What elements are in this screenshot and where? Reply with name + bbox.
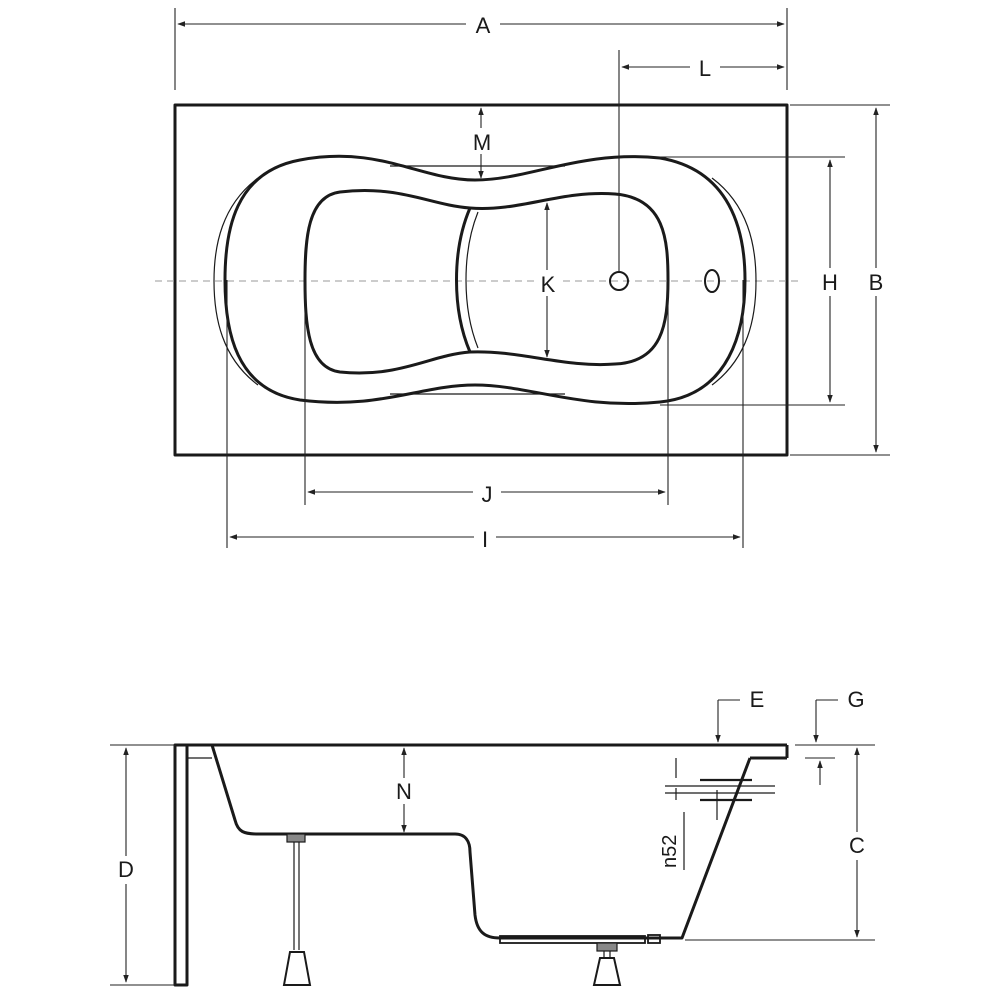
left-flange-curve	[213, 177, 259, 386]
label-c: C	[849, 833, 865, 858]
right-foot-bracket	[596, 942, 618, 952]
label-b: B	[869, 270, 884, 295]
label-d: D	[118, 857, 134, 882]
label-m: M	[473, 130, 491, 155]
backrest-ridge-inner	[465, 211, 479, 349]
left-foot	[282, 951, 312, 986]
outer-basin-outline	[223, 154, 747, 406]
backrest-ridge	[455, 207, 472, 353]
label-j: J	[482, 482, 493, 507]
label-i: I	[482, 527, 488, 552]
tub-body-profile	[210, 744, 752, 940]
drain-plate	[499, 935, 646, 944]
inner-bottom-outline	[303, 189, 670, 375]
label-a: A	[476, 13, 491, 38]
label-g: G	[847, 687, 864, 712]
label-l: L	[699, 56, 711, 81]
label-k: K	[541, 272, 556, 297]
right-foot	[592, 957, 622, 986]
top-view: A L M K H B J I	[155, 8, 891, 552]
label-e: E	[750, 687, 765, 712]
right-flange-curve	[711, 177, 757, 386]
overflow-icon	[704, 269, 720, 293]
front-panel	[173, 743, 189, 987]
side-view: n52 N D C E G	[110, 687, 875, 987]
label-h: H	[822, 270, 838, 295]
left-foot-bracket	[286, 833, 306, 843]
tub-rim-outline	[173, 103, 789, 457]
label-n: N	[396, 779, 412, 804]
label-drain-height: n52	[659, 835, 681, 868]
